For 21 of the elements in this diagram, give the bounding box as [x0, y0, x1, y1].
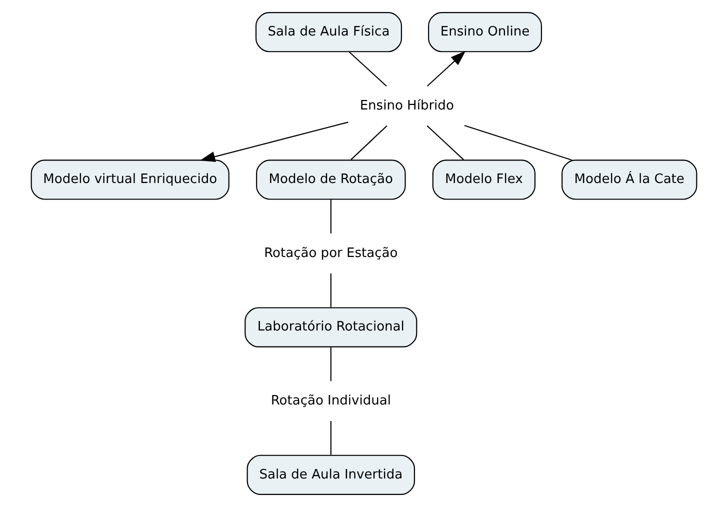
- node-box: Sala de Aula Invertida: [246, 454, 416, 495]
- connector: [464, 125, 572, 161]
- connector: [330, 421, 332, 455]
- node-box: Modelo Á la Cate: [562, 160, 698, 200]
- node-box: Modelo virtual Enriquecido: [30, 160, 230, 200]
- node-box: Laboratório Rotacional: [244, 307, 418, 348]
- connector: [330, 347, 332, 382]
- node-box: Sala de Aula Física: [255, 12, 402, 52]
- connector: [330, 273, 332, 308]
- node-box: Modelo de Rotação: [256, 160, 406, 200]
- node-box: Ensino Online: [428, 12, 542, 52]
- node-box: Modelo Flex: [432, 160, 536, 200]
- node-text: Rotação por Estação: [264, 246, 398, 261]
- node-text: Ensino Híbrido: [360, 98, 454, 114]
- arrow: [426, 50, 466, 87]
- connector: [426, 125, 464, 160]
- connector: [330, 200, 332, 234]
- connector: [350, 125, 388, 160]
- arrow: [200, 122, 348, 162]
- connector: [348, 52, 387, 87]
- node-text: Rotação Individual: [270, 393, 391, 408]
